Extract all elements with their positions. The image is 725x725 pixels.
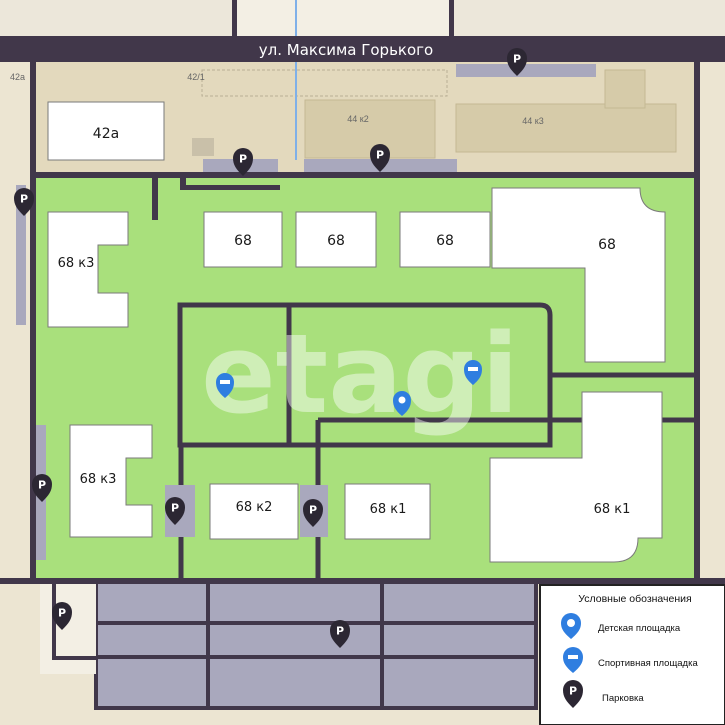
street-road (0, 36, 725, 62)
kiosk (192, 138, 214, 156)
bottom-left-road-v (52, 584, 56, 659)
label-44k3: 44 к3 (522, 116, 543, 126)
building-68-a (203, 211, 283, 268)
playground-frame (177, 302, 553, 448)
building-68k1-mid (344, 483, 431, 540)
building-68-b (295, 211, 377, 268)
dumbbell-icon (563, 647, 583, 673)
sports-marker-right[interactable] (464, 360, 482, 385)
road-stub-c (180, 185, 280, 190)
dumbbell-icon (464, 360, 482, 385)
legend-kids-marker (561, 613, 581, 639)
label-42a: 42а (93, 126, 119, 142)
building-68-c (399, 211, 491, 268)
building-68k3-top (47, 211, 129, 328)
kids-marker[interactable] (393, 391, 411, 416)
label-edge-42a: 42а (10, 72, 25, 82)
top-road-right (449, 0, 454, 36)
building-small-right (604, 69, 646, 109)
road-top-inner (30, 172, 700, 178)
right-beige-strip (700, 62, 725, 582)
label-42-1: 42/1 (187, 72, 205, 82)
dumbbell-icon (216, 373, 234, 398)
legend-item-sports: Спортивная площадка (598, 658, 698, 669)
legend-title: Условные обозначения (578, 593, 691, 605)
label-68k3-bottom: 68 к3 (80, 472, 117, 487)
building-44k2 (304, 99, 436, 159)
building-42-1-outline (201, 69, 448, 97)
building-44k3 (455, 103, 677, 153)
label-68-c: 68 (436, 233, 454, 249)
bottom-parking-lot (96, 584, 536, 710)
building-68k1-right (489, 391, 663, 563)
top-road-left (232, 0, 237, 36)
building-68-big (491, 187, 666, 363)
label-68-b: 68 (327, 233, 345, 249)
street-name: ул. Максима Горького (259, 41, 433, 59)
building-68k2 (209, 483, 299, 540)
label-68-big: 68 (598, 237, 616, 253)
bottom-parking-roads (94, 584, 538, 710)
legend-item-parking: Парковка (602, 693, 644, 704)
label-68k1-mid: 68 к1 (370, 502, 407, 517)
road-stub-b (180, 176, 186, 190)
label-68k1-right: 68 к1 (594, 502, 631, 517)
parking-strip-left (16, 185, 26, 325)
bottom-left-road-h (52, 656, 96, 660)
road-stub-a (152, 176, 158, 220)
label-68k3-top: 68 к3 (58, 256, 95, 271)
road-bottom (0, 578, 725, 584)
bottom-left-block (40, 584, 96, 674)
building-68k3-bottom (69, 424, 153, 538)
sports-marker-left[interactable] (216, 373, 234, 398)
label-68k2: 68 к2 (236, 500, 273, 515)
road-right-vertical (694, 62, 700, 582)
top-block (232, 0, 454, 36)
legend-item-kids: Детская площадка (598, 623, 681, 634)
road-left-vertical (30, 62, 36, 582)
parking-strip-top-right (456, 64, 596, 77)
legend: Условные обозначения Детская площадка Сп… (539, 584, 725, 725)
label-44k2: 44 к2 (347, 114, 368, 124)
legend-sports-marker (563, 647, 583, 673)
label-68-a: 68 (234, 233, 252, 249)
building-42a (47, 101, 165, 161)
